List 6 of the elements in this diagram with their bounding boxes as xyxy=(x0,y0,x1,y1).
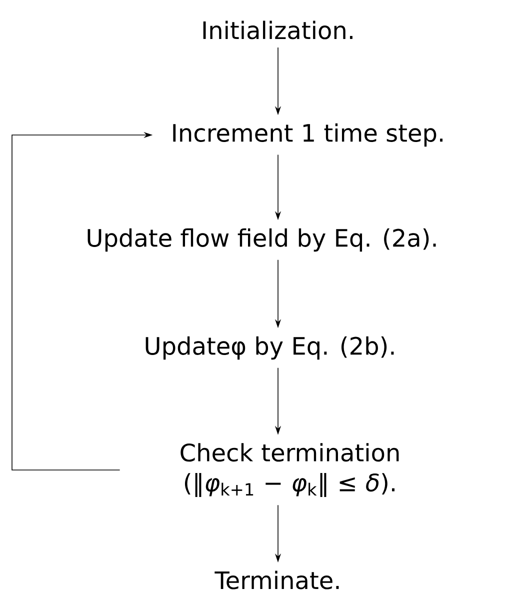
step-text: Increment 1 time step. xyxy=(173,123,443,147)
step-text: Update flow field by Eq. (2a). xyxy=(88,228,436,252)
step-text: Terminate. xyxy=(214,570,339,590)
step-text: Updateφ by Eq. (2b). xyxy=(146,336,394,360)
step-text: Check termination (‖φ$_{k+1}$ − φ$_{k}$‖ ≤ δ). xyxy=(180,443,399,497)
step-text: Initialization. xyxy=(203,20,352,40)
